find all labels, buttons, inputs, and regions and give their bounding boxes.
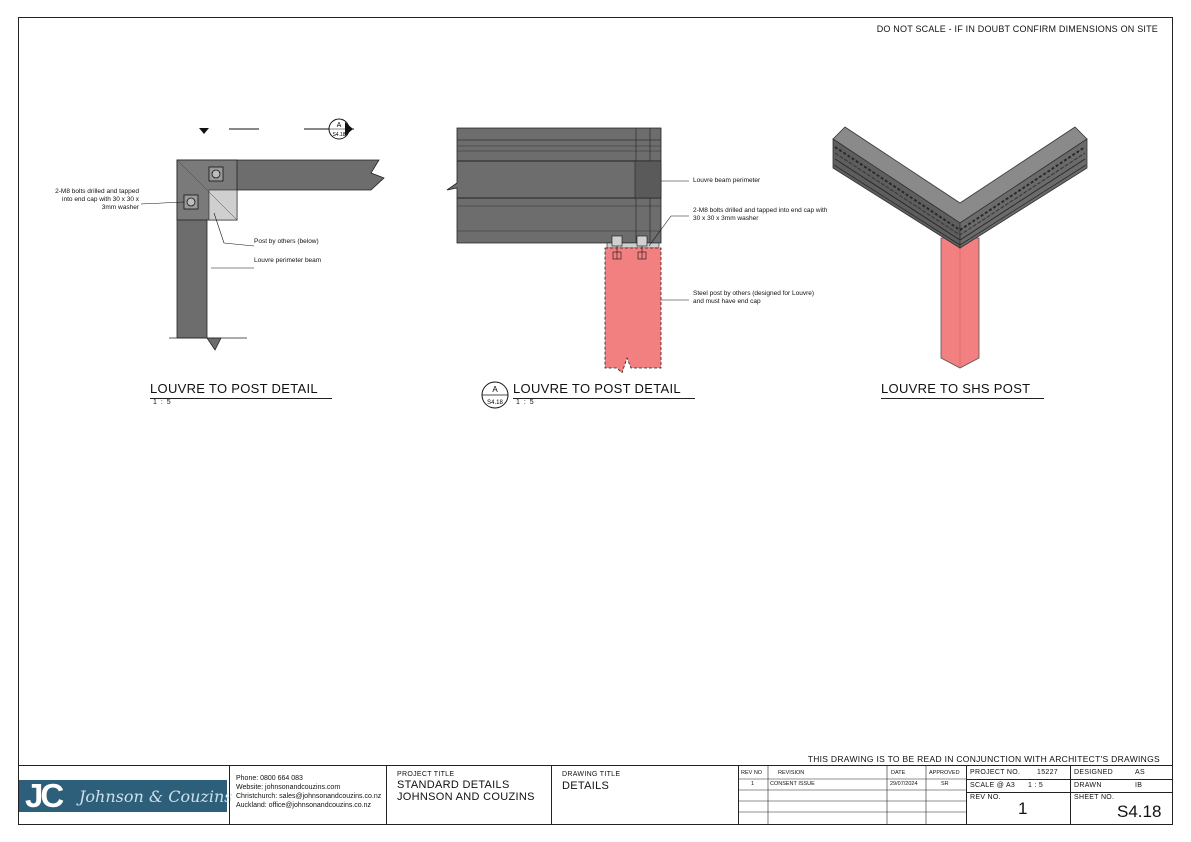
logo-company-name: Johnson & Couzins — [79, 787, 233, 806]
contact-cell: Phone: 0800 664 083 Website: johnsonandc… — [229, 766, 386, 824]
architect-drawings-note: THIS DRAWING IS TO BE READ IN CONJUNCTIO… — [807, 754, 1160, 764]
rev-row-no: 1 — [751, 781, 755, 787]
revision-grid — [739, 766, 967, 824]
drawn-label: DRAWN — [1074, 782, 1102, 789]
title-block: JC Johnson & Couzins Phone: 0800 664 083… — [19, 765, 1173, 824]
drawing-title: DETAILS — [562, 780, 610, 792]
rev-no-label: REV NO. — [970, 794, 1001, 801]
project-info-cell: PROJECT NO. 15227 SCALE @ A3 1 : 5 REV N… — [966, 766, 1071, 824]
project-title-line1: STANDARD DETAILS — [397, 779, 510, 791]
detail-1-callout-post: Post by others (below) — [254, 238, 319, 245]
company-logo: JC Johnson & Couzins — [19, 777, 232, 814]
detail-1-section-sheet: S4.18 — [332, 132, 345, 138]
revision-table: REV NO REVISION DATE APPROVED 1 CONSENT … — [738, 766, 967, 824]
rev-row-revision: CONSENT ISSUE — [770, 781, 815, 787]
project-title-line2: JOHNSON AND COUZINS — [397, 791, 535, 803]
drawn-value: IB — [1135, 782, 1143, 789]
designed-value: AS — [1135, 769, 1145, 776]
personnel-cell: DESIGNED AS DRAWN IB SHEET NO. S4.18 — [1070, 766, 1173, 824]
detail-3-title: LOUVRE TO SHS POST — [881, 381, 1045, 399]
detail-1-scale: 1 : 5 — [153, 399, 172, 406]
detail-1-title: LOUVRE TO POST DETAIL — [150, 381, 332, 399]
detail-1-callout-bolts: 2-M8 bolts drilled and tapped into end c… — [55, 188, 139, 211]
project-title-label: PROJECT TITLE — [397, 771, 455, 778]
contact-website: Website: johnsonandcouzins.com — [236, 784, 341, 791]
designed-label: DESIGNED — [1074, 769, 1113, 776]
scale-value: 1 : 5 — [1028, 782, 1044, 789]
contact-phone: Phone: 0800 664 083 — [236, 775, 303, 782]
rev-header-date: DATE — [891, 770, 906, 776]
detail-3-isometric-drawing — [832, 126, 1088, 369]
sheet-no-label: SHEET NO. — [1074, 794, 1115, 801]
do-not-scale-note: DO NOT SCALE - IF IN DOUBT CONFIRM DIMEN… — [876, 24, 1158, 34]
drawing-title-cell: DRAWING TITLE DETAILS — [551, 766, 738, 824]
drawing-sheet: DO NOT SCALE - IF IN DOUBT CONFIRM DIMEN… — [18, 17, 1173, 825]
project-no: 15227 — [1037, 769, 1058, 776]
rev-header-revision: REVISION — [778, 770, 805, 776]
detail-2-callout-bolts: 2-M8 bolts drilled and tapped into end c… — [693, 207, 828, 222]
detail-1-section-letter: A — [337, 122, 342, 129]
detail-1-callout-beam: Louvre perimeter beam — [254, 257, 322, 264]
contact-auckland: Auckland: office@johnsonandcouzins.co.nz — [236, 802, 372, 809]
drawing-title-label: DRAWING TITLE — [562, 771, 621, 778]
detail-2-title: LOUVRE TO POST DETAIL — [513, 381, 695, 399]
logo-initials: JC — [25, 777, 64, 814]
detail-2-ref-sheet: S4.18 — [487, 400, 503, 406]
project-title-cell: PROJECT TITLE STANDARD DETAILS JOHNSON A… — [386, 766, 551, 824]
detail-2-section-drawing — [446, 127, 689, 373]
logo-cell: JC Johnson & Couzins — [19, 766, 232, 824]
sheet-no: S4.18 — [1117, 802, 1162, 821]
detail-2-callout-beam: Louvre beam perimeter — [693, 177, 761, 184]
detail-1-plan-drawing: A S4.18 — [140, 118, 385, 351]
rev-row-date: 29/07/2024 — [890, 781, 918, 787]
detail-2-callout-post: Steel post by others (designed for Louvr… — [693, 290, 815, 305]
contact-christchurch: Christchurch: sales@johnsonandcouzins.co… — [236, 793, 382, 800]
rev-no: 1 — [1018, 799, 1028, 818]
detail-2-ref-letter: A — [492, 385, 498, 394]
rev-header-no: REV NO — [741, 770, 763, 776]
rev-row-approved: SR — [941, 781, 949, 787]
project-no-label: PROJECT NO. — [970, 769, 1021, 776]
detail-2-scale: 1 : 5 — [516, 399, 535, 406]
scale-label: SCALE @ A3 — [970, 782, 1016, 789]
detail-2-ref-marker: A S4.18 — [481, 381, 509, 409]
rev-header-approved: APPROVED — [929, 770, 960, 776]
